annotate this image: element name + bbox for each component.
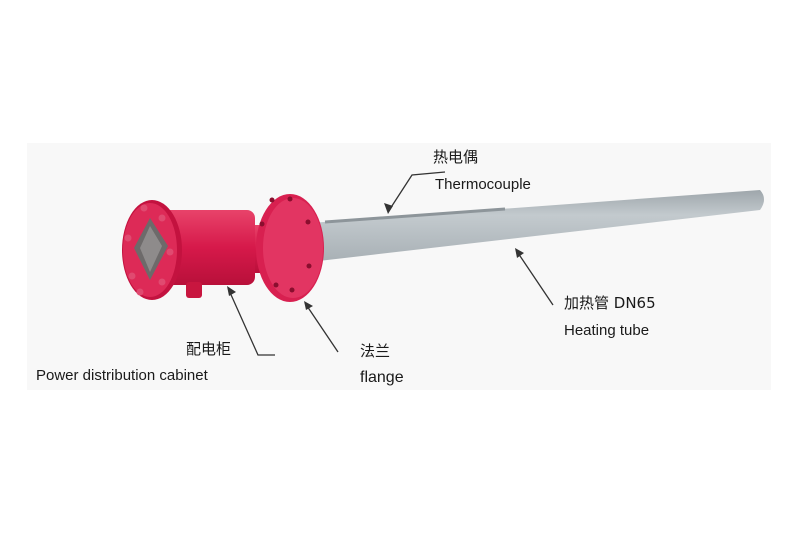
arrowheads: [227, 203, 524, 310]
cabinet-label-zh: 配电柜: [186, 340, 232, 358]
thermocouple-label-en: Thermocouple: [435, 176, 531, 193]
power-distribution-cabinet: [122, 200, 255, 300]
cabinet-label-en: Power distribution cabinet: [36, 367, 208, 384]
leader-lines: [227, 171, 554, 356]
heating-tube: [310, 190, 764, 262]
thermocouple-label-zh: 热电偶: [433, 148, 479, 166]
heating-tube-label-en: Heating tube: [564, 322, 650, 339]
heating-tube-label-zh: 加热管 DN65: [564, 294, 656, 312]
flange-label-en: flange: [360, 369, 404, 386]
flange: [256, 194, 324, 302]
flange-label-zh: 法兰: [360, 342, 391, 360]
